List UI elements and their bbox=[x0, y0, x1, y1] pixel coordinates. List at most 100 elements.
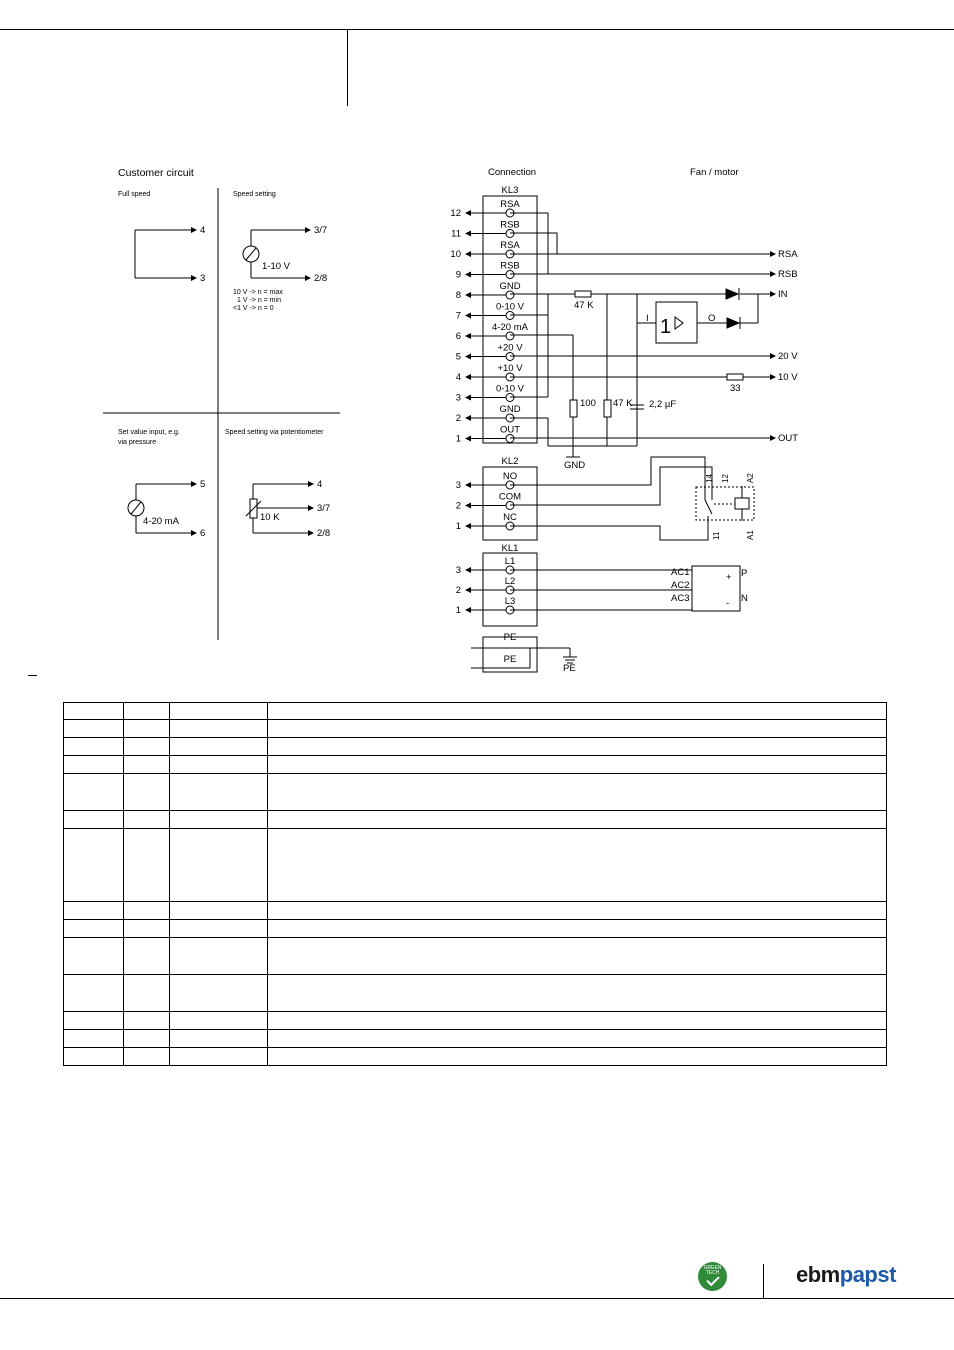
rect-ac2: AC2 bbox=[671, 580, 689, 591]
table-row bbox=[63, 810, 888, 829]
r-47k: 47 K bbox=[613, 398, 633, 409]
table-row bbox=[63, 702, 888, 720]
kl3-pin-label: 0-10 V bbox=[496, 302, 525, 313]
kl3-pin-label: +10 V bbox=[497, 363, 523, 374]
pot-resistor: 10 K bbox=[260, 512, 280, 523]
kl3-pin-label: 0-10 V bbox=[496, 384, 525, 395]
kl3-label: KL3 bbox=[502, 185, 519, 196]
kl3-pin-circle bbox=[505, 290, 515, 300]
table-cell bbox=[266, 773, 888, 811]
kl3-pin-number: 1 bbox=[456, 434, 461, 445]
kl3-pin-number: 2 bbox=[456, 413, 461, 424]
table-cell bbox=[63, 810, 124, 829]
table-cell bbox=[169, 1029, 268, 1048]
set-value-range: 4-20 mA bbox=[143, 516, 180, 527]
table-cell bbox=[266, 974, 888, 1012]
table-cell bbox=[266, 1047, 888, 1066]
connection-title: Connection bbox=[488, 167, 536, 178]
table-cell bbox=[169, 737, 268, 756]
kl2-pin-label: COM bbox=[499, 492, 521, 503]
table-cell bbox=[266, 755, 888, 774]
footer-rule bbox=[0, 1298, 954, 1299]
r-100: 100 bbox=[580, 398, 596, 409]
green-tech-badge-icon: GREEN TECH bbox=[698, 1262, 727, 1291]
table-cell bbox=[63, 719, 124, 738]
table-cell bbox=[63, 702, 124, 720]
full-speed-terminal-3: 3 bbox=[200, 273, 205, 284]
table-row bbox=[63, 1011, 888, 1030]
footer-divider bbox=[763, 1264, 764, 1298]
table-cell bbox=[169, 702, 268, 720]
table-cell bbox=[122, 901, 171, 920]
table-cell bbox=[122, 828, 171, 902]
kl2-label: KL2 bbox=[502, 456, 519, 467]
kl3-pin-circle bbox=[505, 331, 515, 341]
table-row bbox=[63, 719, 888, 738]
out-rsb: RSB bbox=[778, 269, 798, 280]
kl1-pin-label: L1 bbox=[505, 556, 516, 567]
table-cell bbox=[122, 937, 171, 975]
logo-ebm: ebm bbox=[796, 1262, 840, 1287]
table-cell bbox=[63, 1047, 124, 1066]
table-cell bbox=[266, 1011, 888, 1030]
table-cell bbox=[266, 702, 888, 720]
table-cell bbox=[169, 828, 268, 902]
kl2-pin-number: 2 bbox=[456, 501, 461, 512]
kl1-pin-number: 3 bbox=[456, 565, 461, 576]
relay-pin-a2: A2 bbox=[746, 473, 755, 483]
rect-ac1: AC1 bbox=[671, 567, 689, 578]
amp-in-label: I bbox=[646, 313, 649, 324]
table-cell bbox=[169, 937, 268, 975]
connection-diagram: Customer circuit Full speed 4 3 Speed se… bbox=[103, 167, 798, 674]
set-value-label-2: via pressure bbox=[118, 439, 156, 446]
rect-p: P bbox=[741, 568, 747, 579]
table-cell bbox=[169, 810, 268, 829]
relay-pin-14: 14 bbox=[705, 474, 714, 483]
table-cell bbox=[63, 737, 124, 756]
table-cell bbox=[122, 919, 171, 938]
kl2-pin-number: 3 bbox=[456, 480, 461, 491]
small-dash bbox=[28, 675, 37, 676]
table-row bbox=[63, 919, 888, 938]
kl3-pin-number: 7 bbox=[456, 311, 461, 322]
set-value-terminal-6: 6 bbox=[200, 528, 205, 539]
kl3-pin-label: OUT bbox=[500, 425, 520, 436]
kl3-pin-label: GND bbox=[499, 404, 520, 415]
table-cell bbox=[266, 810, 888, 829]
pe-ground-label: PE bbox=[563, 663, 576, 674]
table-cell bbox=[63, 773, 124, 811]
table-cell bbox=[122, 1029, 171, 1048]
kl3-pin-label: RSB bbox=[500, 261, 520, 272]
potentiometer-label: Speed setting via potentiometer bbox=[225, 429, 324, 436]
amp-out-label: O bbox=[708, 313, 715, 324]
green-tech-text: GREEN TECH bbox=[703, 1265, 722, 1276]
kl3-pin-number: 5 bbox=[456, 352, 461, 363]
table-cell bbox=[122, 755, 171, 774]
gnd-label: GND bbox=[564, 460, 585, 471]
table-cell bbox=[266, 919, 888, 938]
table-cell bbox=[122, 1011, 171, 1030]
rect-plus-sign: + bbox=[726, 572, 732, 583]
table-row bbox=[63, 974, 888, 1012]
rect-n: N bbox=[741, 593, 748, 604]
set-value-label-1: Set value input, e.g. bbox=[118, 429, 180, 436]
table-cell bbox=[169, 755, 268, 774]
amp-symbol: 1 bbox=[660, 316, 671, 338]
speed-note-3: <1 V -> n = 0 bbox=[233, 305, 274, 312]
kl3-pin-label: RSB bbox=[500, 220, 520, 231]
out-in: IN bbox=[778, 289, 788, 300]
kl3-pin-number: 6 bbox=[456, 331, 461, 342]
kl3-pin-number: 12 bbox=[450, 208, 461, 219]
r-33: 33 bbox=[730, 383, 741, 394]
kl1-pin-number: 2 bbox=[456, 585, 461, 596]
speed-setting-terminal-b: 2/8 bbox=[314, 273, 327, 284]
kl3-pin-number: 11 bbox=[451, 229, 461, 240]
kl3-pin-label: GND bbox=[499, 281, 520, 292]
pe-label-1: PE bbox=[504, 632, 517, 643]
kl3-pin-label: 4-20 mA bbox=[492, 322, 529, 333]
out-20v: 20 V bbox=[778, 351, 798, 362]
customer-circuit-title: Customer circuit bbox=[118, 167, 194, 179]
rect-ac3: AC3 bbox=[671, 593, 689, 604]
table-cell bbox=[122, 737, 171, 756]
table-cell bbox=[169, 974, 268, 1012]
